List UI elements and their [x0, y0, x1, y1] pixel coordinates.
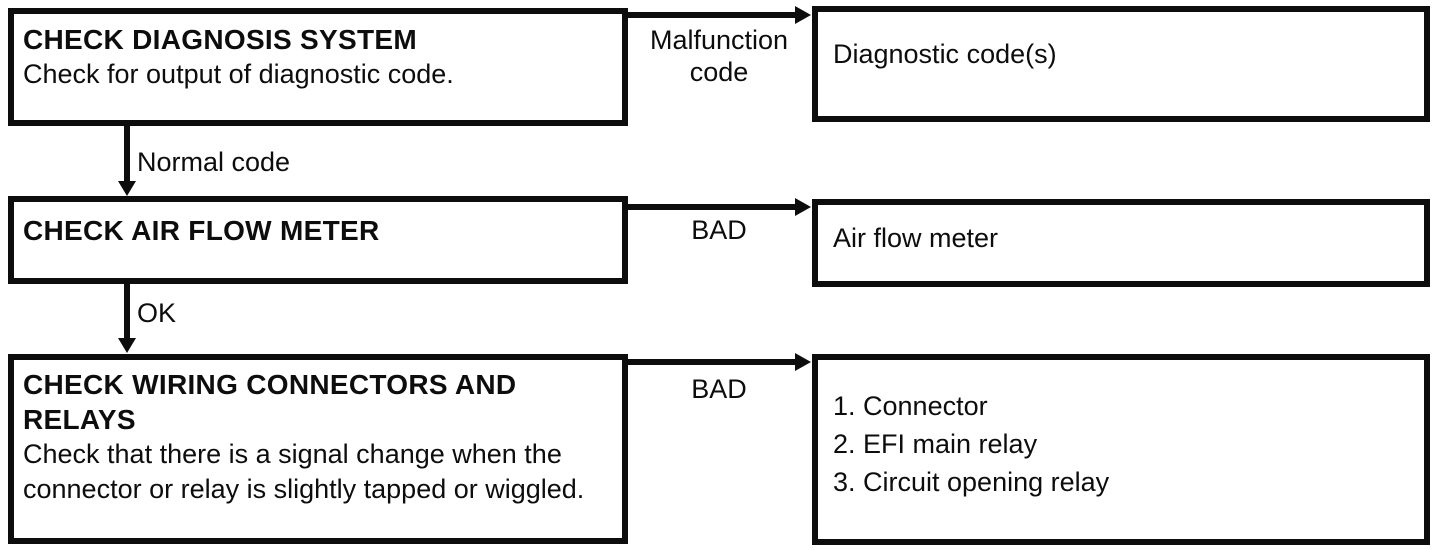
edge-label-normal-code: Normal code [137, 147, 291, 177]
fault-list-item: 1. Connector [833, 391, 988, 421]
arrow-ok [124, 284, 130, 339]
arrow-malfunction-code [628, 12, 796, 18]
edge-label-bad-air-flow: BAD [691, 215, 747, 245]
node-title: CHECK DIAGNOSIS SYSTEM [23, 24, 417, 55]
edge-label-ok: OK [137, 298, 177, 328]
node-check-air-flow-meter: CHECK AIR FLOW METER [8, 196, 628, 284]
edge-label-bad-wiring: BAD [691, 374, 747, 404]
node-air-flow-meter: Air flow meter [812, 199, 1430, 287]
node-check-wiring-connectors: CHECK WIRING CONNECTORS AND RELAYS Check… [8, 354, 628, 544]
fault-list-item: 3. Circuit opening relay [833, 467, 1110, 497]
node-title: CHECK WIRING CONNECTORS AND RELAYS [23, 369, 517, 435]
arrow-bad-wiring [628, 359, 796, 365]
node-body: Air flow meter [833, 223, 999, 253]
fault-list-item: 2. EFI main relay [833, 429, 1038, 459]
node-body: Check for output of diagnostic code. [23, 59, 454, 89]
node-title: CHECK AIR FLOW METER [23, 215, 380, 246]
node-body: Diagnostic code(s) [833, 39, 1057, 69]
edge-label-malfunction-code: Malfunction code [649, 25, 789, 87]
fault-list: 1. Connector 2. EFI main relay 3. Circui… [833, 387, 1410, 501]
node-check-diagnosis-system: CHECK DIAGNOSIS SYSTEM Check for output … [8, 8, 628, 126]
node-wiring-fault-list: 1. Connector 2. EFI main relay 3. Circui… [812, 354, 1430, 545]
arrow-bad-air-flow [628, 204, 796, 210]
node-diagnostic-codes: Diagnostic code(s) [812, 6, 1430, 122]
node-body: Check that there is a signal change when… [23, 439, 585, 504]
arrow-normal-code [124, 126, 130, 182]
